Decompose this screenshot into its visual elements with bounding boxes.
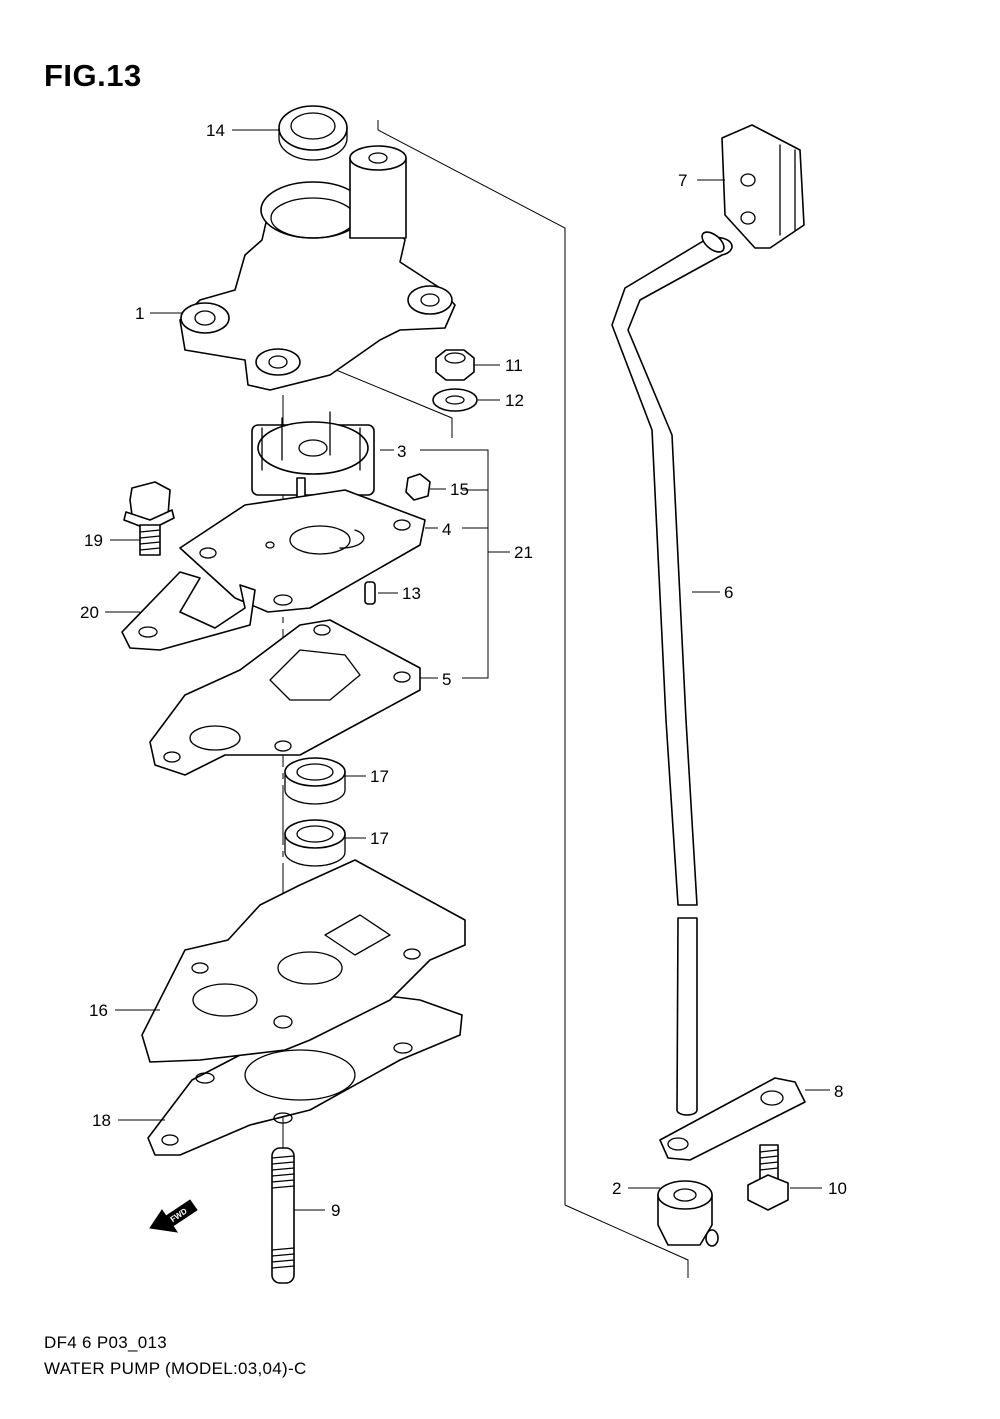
callout-12: 12 xyxy=(505,391,524,410)
callout-4: 4 xyxy=(442,520,451,539)
callout-labels: 1 2 3 4 5 6 7 8 9 10 11 12 13 14 15 16 1… xyxy=(80,121,847,1220)
part-1-pump-case xyxy=(179,145,456,391)
assembly-21-bracket xyxy=(420,449,510,679)
callout-7: 7 xyxy=(678,171,687,190)
callout-3: 3 xyxy=(397,442,406,461)
callout-17-lower: 17 xyxy=(370,829,389,848)
part-7-hose-holder xyxy=(721,124,805,249)
callout-17-upper: 17 xyxy=(370,767,389,786)
part-15-key xyxy=(405,473,431,501)
callout-11: 11 xyxy=(505,356,523,375)
part-19-bolt xyxy=(123,481,175,556)
callout-5: 5 xyxy=(442,670,451,689)
callout-16: 16 xyxy=(89,1001,108,1020)
callout-1: 1 xyxy=(135,304,144,323)
part-5-gasket xyxy=(149,619,421,776)
part-14-oil-seal xyxy=(278,105,348,161)
part-11-nut xyxy=(435,349,475,381)
figure-code: DF4 6 P03_013 xyxy=(44,1333,167,1352)
part-12-washer xyxy=(432,388,478,412)
part-9-stud xyxy=(271,1147,295,1284)
part-3-impeller xyxy=(251,411,375,501)
callout-10: 10 xyxy=(828,1179,847,1198)
part-13-pin xyxy=(364,581,376,605)
part-16-lower-case xyxy=(141,859,466,1063)
callout-15: 15 xyxy=(450,480,469,499)
fwd-arrow: FWD xyxy=(149,1199,198,1233)
part-8-plate xyxy=(659,1077,806,1161)
part-17-oil-seal-lower xyxy=(284,819,346,867)
figure-description: WATER PUMP (MODEL:03,04)-C xyxy=(44,1359,307,1378)
callout-20: 20 xyxy=(80,603,99,622)
callout-8: 8 xyxy=(834,1082,843,1101)
callout-9: 9 xyxy=(331,1201,340,1220)
callout-21: 21 xyxy=(514,543,533,562)
callout-14: 14 xyxy=(206,121,225,140)
part-17-oil-seal-upper xyxy=(284,757,346,805)
callout-6: 6 xyxy=(724,583,733,602)
part-20-gasket xyxy=(121,571,256,651)
callout-18: 18 xyxy=(92,1111,111,1130)
callout-19: 19 xyxy=(84,531,103,550)
part-6-water-hose xyxy=(611,231,733,1116)
callout-13: 13 xyxy=(402,584,421,603)
part-10-bolt xyxy=(747,1144,789,1211)
callout-2: 2 xyxy=(612,1179,621,1198)
callout-leaders xyxy=(105,129,830,1211)
figure-title: FIG.13 xyxy=(44,58,142,93)
part-2-grommet xyxy=(657,1180,719,1247)
part-4-plate xyxy=(179,489,426,613)
